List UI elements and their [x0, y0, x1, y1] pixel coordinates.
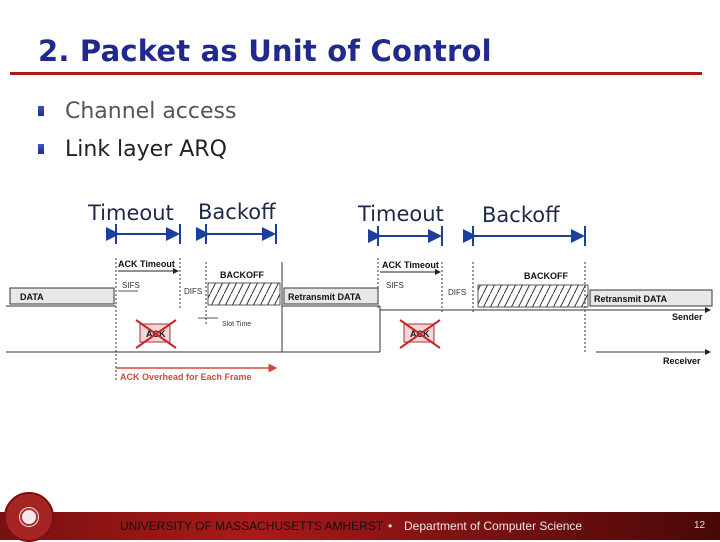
right-backoff-interval [463, 226, 586, 246]
data-frame-label: DATA [20, 292, 44, 302]
left-ack-timeout-label: ACK Timeout [118, 259, 175, 269]
right-retransmit-label: Retransmit DATA [594, 294, 668, 304]
sender-label: Sender [672, 312, 703, 322]
right-backoff-slots [477, 284, 589, 308]
bullet-item-channel-access: Channel access [38, 92, 236, 130]
bullet-text: Channel access [65, 98, 237, 124]
left-timeout-header: Timeout [88, 201, 174, 225]
left-sifs-label: SIFS [122, 281, 140, 290]
right-retransmit-frame [589, 289, 713, 307]
title-underline [10, 72, 702, 75]
left-timeline: DATA ACK Timeout SIFS DIFS BACKOFF Retra… [6, 258, 380, 382]
left-backoff-slots [207, 282, 281, 306]
right-sifs-label: SIFS [386, 281, 404, 290]
left-backoff-interval [196, 224, 277, 244]
left-retransmit-label: Retransmit DATA [288, 292, 362, 302]
slide-title: 2. Packet as Unit of Control [38, 34, 492, 68]
bullet-item-link-layer-arq: Link layer ARQ [38, 130, 236, 168]
bullet-list: Channel access Link layer ARQ [38, 92, 236, 168]
data-frame [9, 287, 115, 305]
footer-separator: • [388, 519, 393, 533]
left-backoff-header: Backoff [198, 200, 276, 224]
right-difs-label: DIFS [448, 288, 466, 297]
page-number: 12 [694, 520, 706, 531]
slot-time-label: Slot Time [222, 321, 251, 328]
university-seal-icon [4, 492, 54, 542]
right-timeline: Sender ACK Timeout SIFS DIFS BACKOFF Ret… [377, 258, 713, 366]
footer-university: UNIVERSITY OF MASSACHUSETTS AMHERST [120, 519, 384, 533]
receiver-label: Receiver [663, 356, 701, 366]
bullet-text: Link layer ARQ [65, 136, 227, 162]
right-timeout-header: Timeout [358, 202, 444, 226]
ack-overhead-label: ACK Overhead for Each Frame [120, 372, 252, 382]
right-timeout-interval [368, 226, 443, 246]
right-ack-timeout-label: ACK Timeout [382, 260, 439, 270]
footer-department: Department of Computer Science [404, 519, 583, 533]
bullet-marker-icon [38, 144, 44, 154]
footer-bar [0, 512, 720, 540]
bullet-marker-icon [38, 106, 44, 116]
right-backoff-header: Backoff [482, 203, 560, 227]
left-timeout-interval [106, 224, 181, 244]
right-backoff-label: BACKOFF [524, 271, 568, 281]
left-difs-label: DIFS [184, 287, 202, 296]
left-backoff-label: BACKOFF [220, 270, 264, 280]
